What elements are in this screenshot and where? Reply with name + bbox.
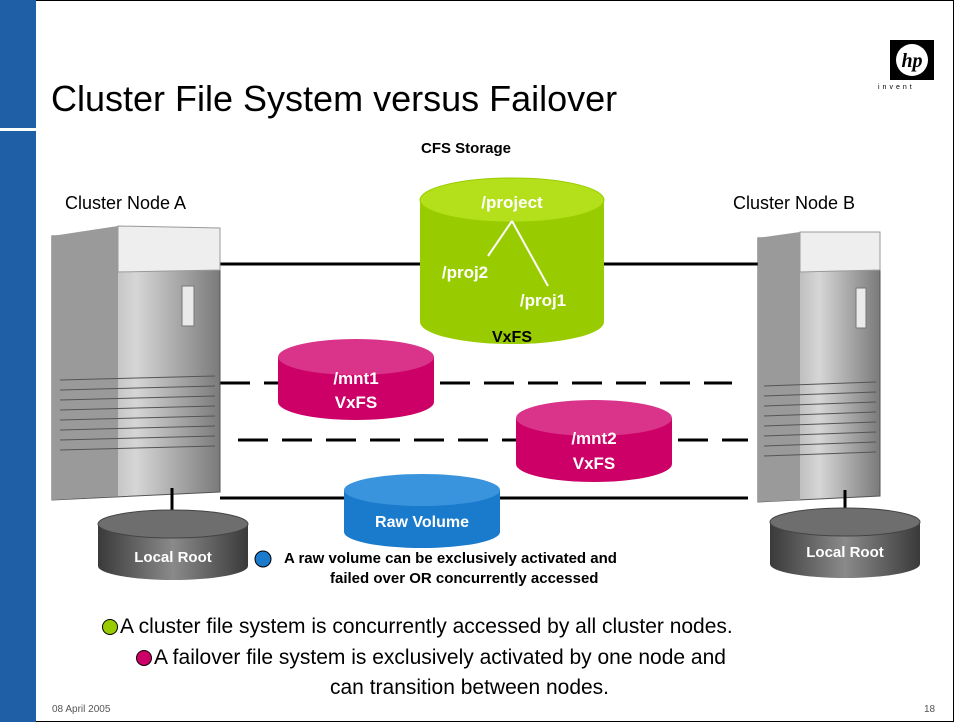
logo-tagline: invent: [878, 84, 915, 91]
bullet-cluster-fs: A cluster file system is concurrently ac…: [102, 615, 733, 639]
bullet-cluster-fs-text: A cluster file system is concurrently ac…: [120, 615, 733, 638]
local-root-a-label: Local Root: [134, 549, 212, 566]
mnt1-label-1: /mnt1: [333, 369, 378, 388]
mnt1-cylinder: /mnt1 VxFS: [278, 339, 434, 420]
raw-volume-label: Raw Volume: [375, 514, 469, 531]
raw-volume-cylinder: Raw Volume: [344, 474, 500, 548]
bullet-failover-fs-continued: can transition between nodes.: [330, 676, 610, 699]
slide-title: Cluster File System versus Failover: [51, 78, 618, 119]
mnt2-label-1: /mnt2: [571, 429, 616, 448]
logo-text: hp: [901, 50, 922, 72]
server-b: [757, 231, 881, 503]
footer-date: 08 April 2005: [52, 704, 111, 715]
cfs-top-label: /project: [481, 193, 543, 212]
cfs-left-label: /proj2: [442, 263, 488, 282]
hp-logo-icon: hp: [890, 40, 934, 80]
cfs-right-label: /proj1: [520, 291, 566, 310]
local-root-disk-b: Local Root: [769, 507, 921, 578]
raw-note-line1: A raw volume can be exclusively activate…: [284, 550, 617, 567]
node-b-label: Cluster Node B: [733, 193, 856, 213]
local-root-b-label: Local Root: [806, 544, 884, 561]
mnt1-label-2: VxFS: [335, 393, 378, 412]
mnt2-cylinder: /mnt2 VxFS: [516, 400, 672, 482]
server-a: [51, 225, 221, 501]
raw-note-dot-icon: [254, 550, 272, 568]
bullet-failover-fs-text: A failover file system is exclusively ac…: [154, 646, 726, 669]
raw-note-line2: failed over OR concurrently accessed: [330, 570, 599, 587]
node-a-label: Cluster Node A: [65, 193, 187, 213]
side-accent-bar: [0, 0, 36, 722]
mnt2-label-2: VxFS: [573, 454, 616, 473]
cfs-bottom-label: VxFS: [492, 329, 532, 346]
green-bullet-icon: [102, 619, 118, 636]
bullet-failover-fs: A failover file system is exclusively ac…: [136, 646, 726, 670]
cfs-storage-cylinder: /project /proj2 /proj1 VxFS: [419, 177, 605, 346]
side-accent-notch: [0, 128, 36, 131]
magenta-bullet-icon: [136, 650, 152, 667]
local-root-disk-a: Local Root: [97, 509, 249, 580]
storage-heading: CFS Storage: [421, 140, 512, 157]
page-number: 18: [924, 704, 936, 715]
